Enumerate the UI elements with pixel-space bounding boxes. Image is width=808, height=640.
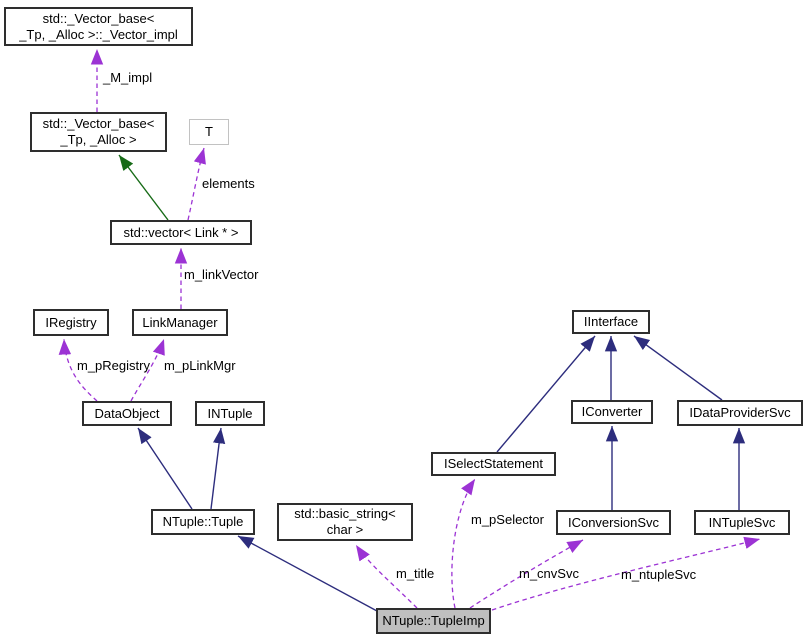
edge-dataobject-to-linkmanager-m-plinkmgr (130, 338, 165, 402)
edge-label-m-pregistry: m_pRegistry (77, 358, 150, 373)
node-ntuple-tupleimp-current: NTuple::TupleImp (376, 608, 491, 634)
node-std-vector-base[interactable]: std::_Vector_base< _Tp, _Alloc > (30, 112, 167, 152)
node-idataprovidersvc[interactable]: IDataProviderSvc (677, 400, 803, 426)
node-ntuple-tuple[interactable]: NTuple::Tuple (151, 509, 255, 535)
edge-label-m-ntuplesvc: m_ntupleSvc (621, 567, 697, 582)
node-dataobject[interactable]: DataObject (82, 401, 172, 426)
edge-tuple-to-intuple-inherit (210, 427, 226, 510)
edge-label-m-impl: _M_impl (103, 70, 153, 85)
node-template-param-t: T (189, 119, 229, 145)
edge-tupleimp-to-iselectstatement-m-pselector (451, 478, 476, 609)
edge-vector-to-vectorbase-inherit (118, 154, 169, 221)
node-iinterface[interactable]: IInterface (572, 310, 650, 334)
node-iregistry[interactable]: IRegistry (33, 309, 109, 336)
node-std-vector-link[interactable]: std::vector< Link * > (110, 220, 252, 245)
node-iconverter[interactable]: IConverter (571, 400, 653, 424)
edge-idataprovidersvc-to-iinterface-inherit (633, 335, 723, 401)
edge-tupleimp-to-tuple-inherit (237, 535, 378, 612)
edge-label-m-pselector: m_pSelector (471, 512, 544, 527)
node-linkmanager[interactable]: LinkManager (132, 309, 228, 336)
node-iselectstatement[interactable]: ISelectStatement (431, 452, 556, 476)
node-intuplesvc[interactable]: INTupleSvc (694, 510, 790, 535)
edge-label-m-plinkmgr: m_pLinkMgr (164, 358, 236, 373)
edge-tupleimp-to-intuplesvc-m-ntuplesvc (491, 536, 761, 611)
node-intuple[interactable]: INTuple (195, 401, 265, 426)
edge-label-m-cnvsvc: m_cnvSvc (519, 566, 579, 581)
edge-tupleimp-to-iconversionsvc-m-cnvsvc (469, 539, 584, 609)
edge-iselectstatement-to-iinterface-inherit (496, 335, 596, 453)
node-std-basic-string[interactable]: std::basic_string< char > (277, 503, 413, 541)
edge-label-elements: elements (202, 176, 255, 191)
node-std-vector-base-vector-impl[interactable]: std::_Vector_base< _Tp, _Alloc >::_Vecto… (4, 7, 193, 46)
node-iconversionsvc[interactable]: IConversionSvc (556, 510, 671, 535)
edge-tupleimp-to-basicstring-m-title (355, 544, 418, 609)
edge-label-m-linkvector: m_linkVector (184, 267, 259, 282)
edge-vector-to-t-elements (187, 147, 206, 221)
edge-tuple-to-dataobject-inherit (137, 427, 193, 510)
edge-label-m-title: m_title (396, 566, 435, 581)
